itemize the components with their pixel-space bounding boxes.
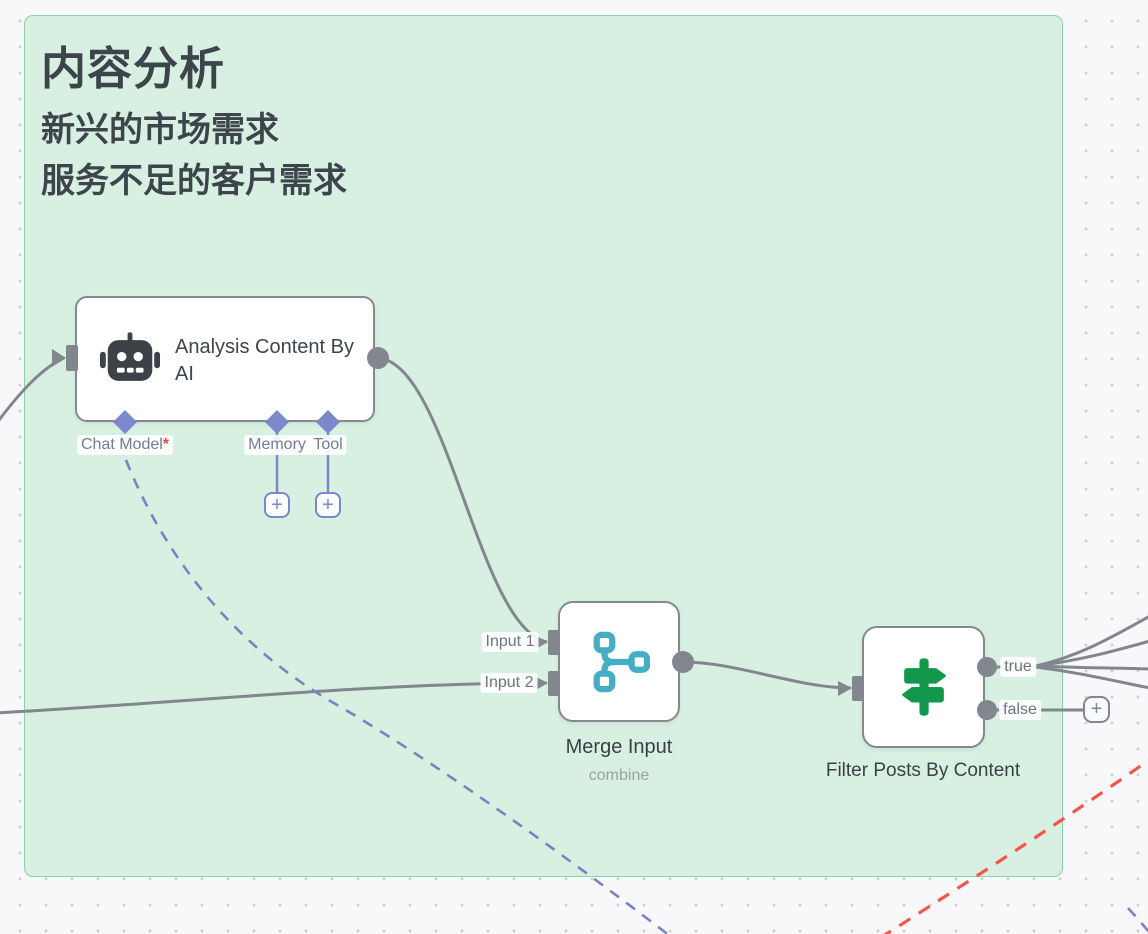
node-merge-input[interactable] xyxy=(558,601,680,722)
sticky-note-title: 内容分析 xyxy=(41,43,226,94)
tool-label: Tool xyxy=(309,435,347,455)
memory-label: Memory xyxy=(244,435,310,455)
add-node-after-false-button[interactable]: + xyxy=(1083,696,1110,723)
node-title-merge: Merge Input xyxy=(565,736,673,758)
sticky-note-body-line: 新兴的市场需求 xyxy=(41,111,279,149)
node-analysis-content-by-ai[interactable]: Analysis Content By AI xyxy=(75,296,375,422)
add-memory-button[interactable]: + xyxy=(264,492,290,518)
merge-branches-icon xyxy=(593,631,650,692)
chat-model-label: Chat Model* xyxy=(76,435,174,455)
add-tool-button[interactable]: + xyxy=(315,492,341,518)
sticky-note-body-line: 服务不足的客户需求 xyxy=(41,162,347,200)
node-filter-posts-by-content[interactable] xyxy=(862,626,985,748)
filter-true-label: true xyxy=(1000,657,1036,677)
chat-model-label-text: Chat Model xyxy=(80,436,163,453)
filter-false-label: false xyxy=(999,700,1041,720)
connection-corner-dashed xyxy=(1127,907,1148,933)
node-title-filter: Filter Posts By Content xyxy=(825,760,1021,781)
node-title-ai: Analysis Content By AI xyxy=(175,336,354,385)
node-subtitle-merge: combine xyxy=(588,767,650,784)
signpost-icon xyxy=(901,658,946,716)
required-asterisk: * xyxy=(162,436,170,453)
robot-icon xyxy=(99,332,161,381)
merge-input2-label: Input 2 xyxy=(480,673,538,693)
merge-input1-label: Input 1 xyxy=(481,632,539,652)
